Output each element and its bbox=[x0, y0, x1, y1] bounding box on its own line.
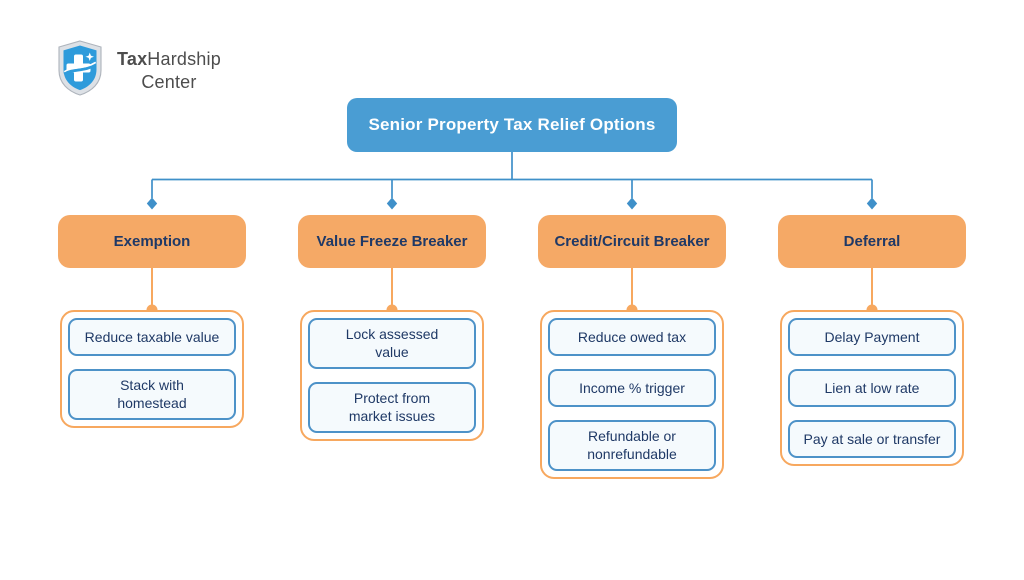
branch-header-exemption: Exemption bbox=[58, 215, 246, 268]
leaf-item: Stack with homestead bbox=[68, 369, 236, 420]
branch-header-credit-circuit-breaker: Credit/Circuit Breaker bbox=[538, 215, 726, 268]
root-node: Senior Property Tax Relief Options bbox=[347, 98, 677, 152]
dot-connector-icon bbox=[146, 304, 878, 316]
leaf-group-exemption: Reduce taxable value Stack with homestea… bbox=[60, 310, 244, 428]
leaf-group-credit-circuit-breaker: Reduce owed tax Income % trigger Refunda… bbox=[540, 310, 724, 479]
shield-cross-icon bbox=[58, 40, 102, 96]
leaf-item: Lock assessed value bbox=[308, 318, 476, 369]
leaf-item: Pay at sale or transfer bbox=[788, 420, 956, 458]
brand-name-regular: Hardship bbox=[147, 49, 221, 69]
brand-name-line2: Center bbox=[141, 72, 197, 92]
brand-logo: TaxHardship Center bbox=[56, 40, 221, 96]
leaf-group-deferral: Delay Payment Lien at low rate Pay at sa… bbox=[780, 310, 964, 466]
leaf-item: Protect from market issues bbox=[308, 381, 476, 433]
leaf-item: Refundable or nonrefundable bbox=[548, 420, 716, 471]
leaf-group-value-freeze-breaker: Lock assessed value Protect from market … bbox=[300, 310, 484, 441]
leaf-item: Reduce owed tax bbox=[548, 318, 716, 356]
brand-name: TaxHardship Center bbox=[117, 48, 221, 94]
leaf-item: Delay Payment bbox=[788, 318, 956, 356]
branch-header-value-freeze-breaker: Value Freeze Breaker bbox=[298, 215, 486, 268]
diamond-connector-icon bbox=[146, 197, 878, 210]
leaf-item: Reduce taxable value bbox=[68, 318, 236, 356]
leaf-item: Lien at low rate bbox=[788, 369, 956, 407]
brand-name-bold: Tax bbox=[117, 49, 148, 69]
branch-header-deferral: Deferral bbox=[778, 215, 966, 268]
leaf-item: Income % trigger bbox=[548, 369, 716, 407]
